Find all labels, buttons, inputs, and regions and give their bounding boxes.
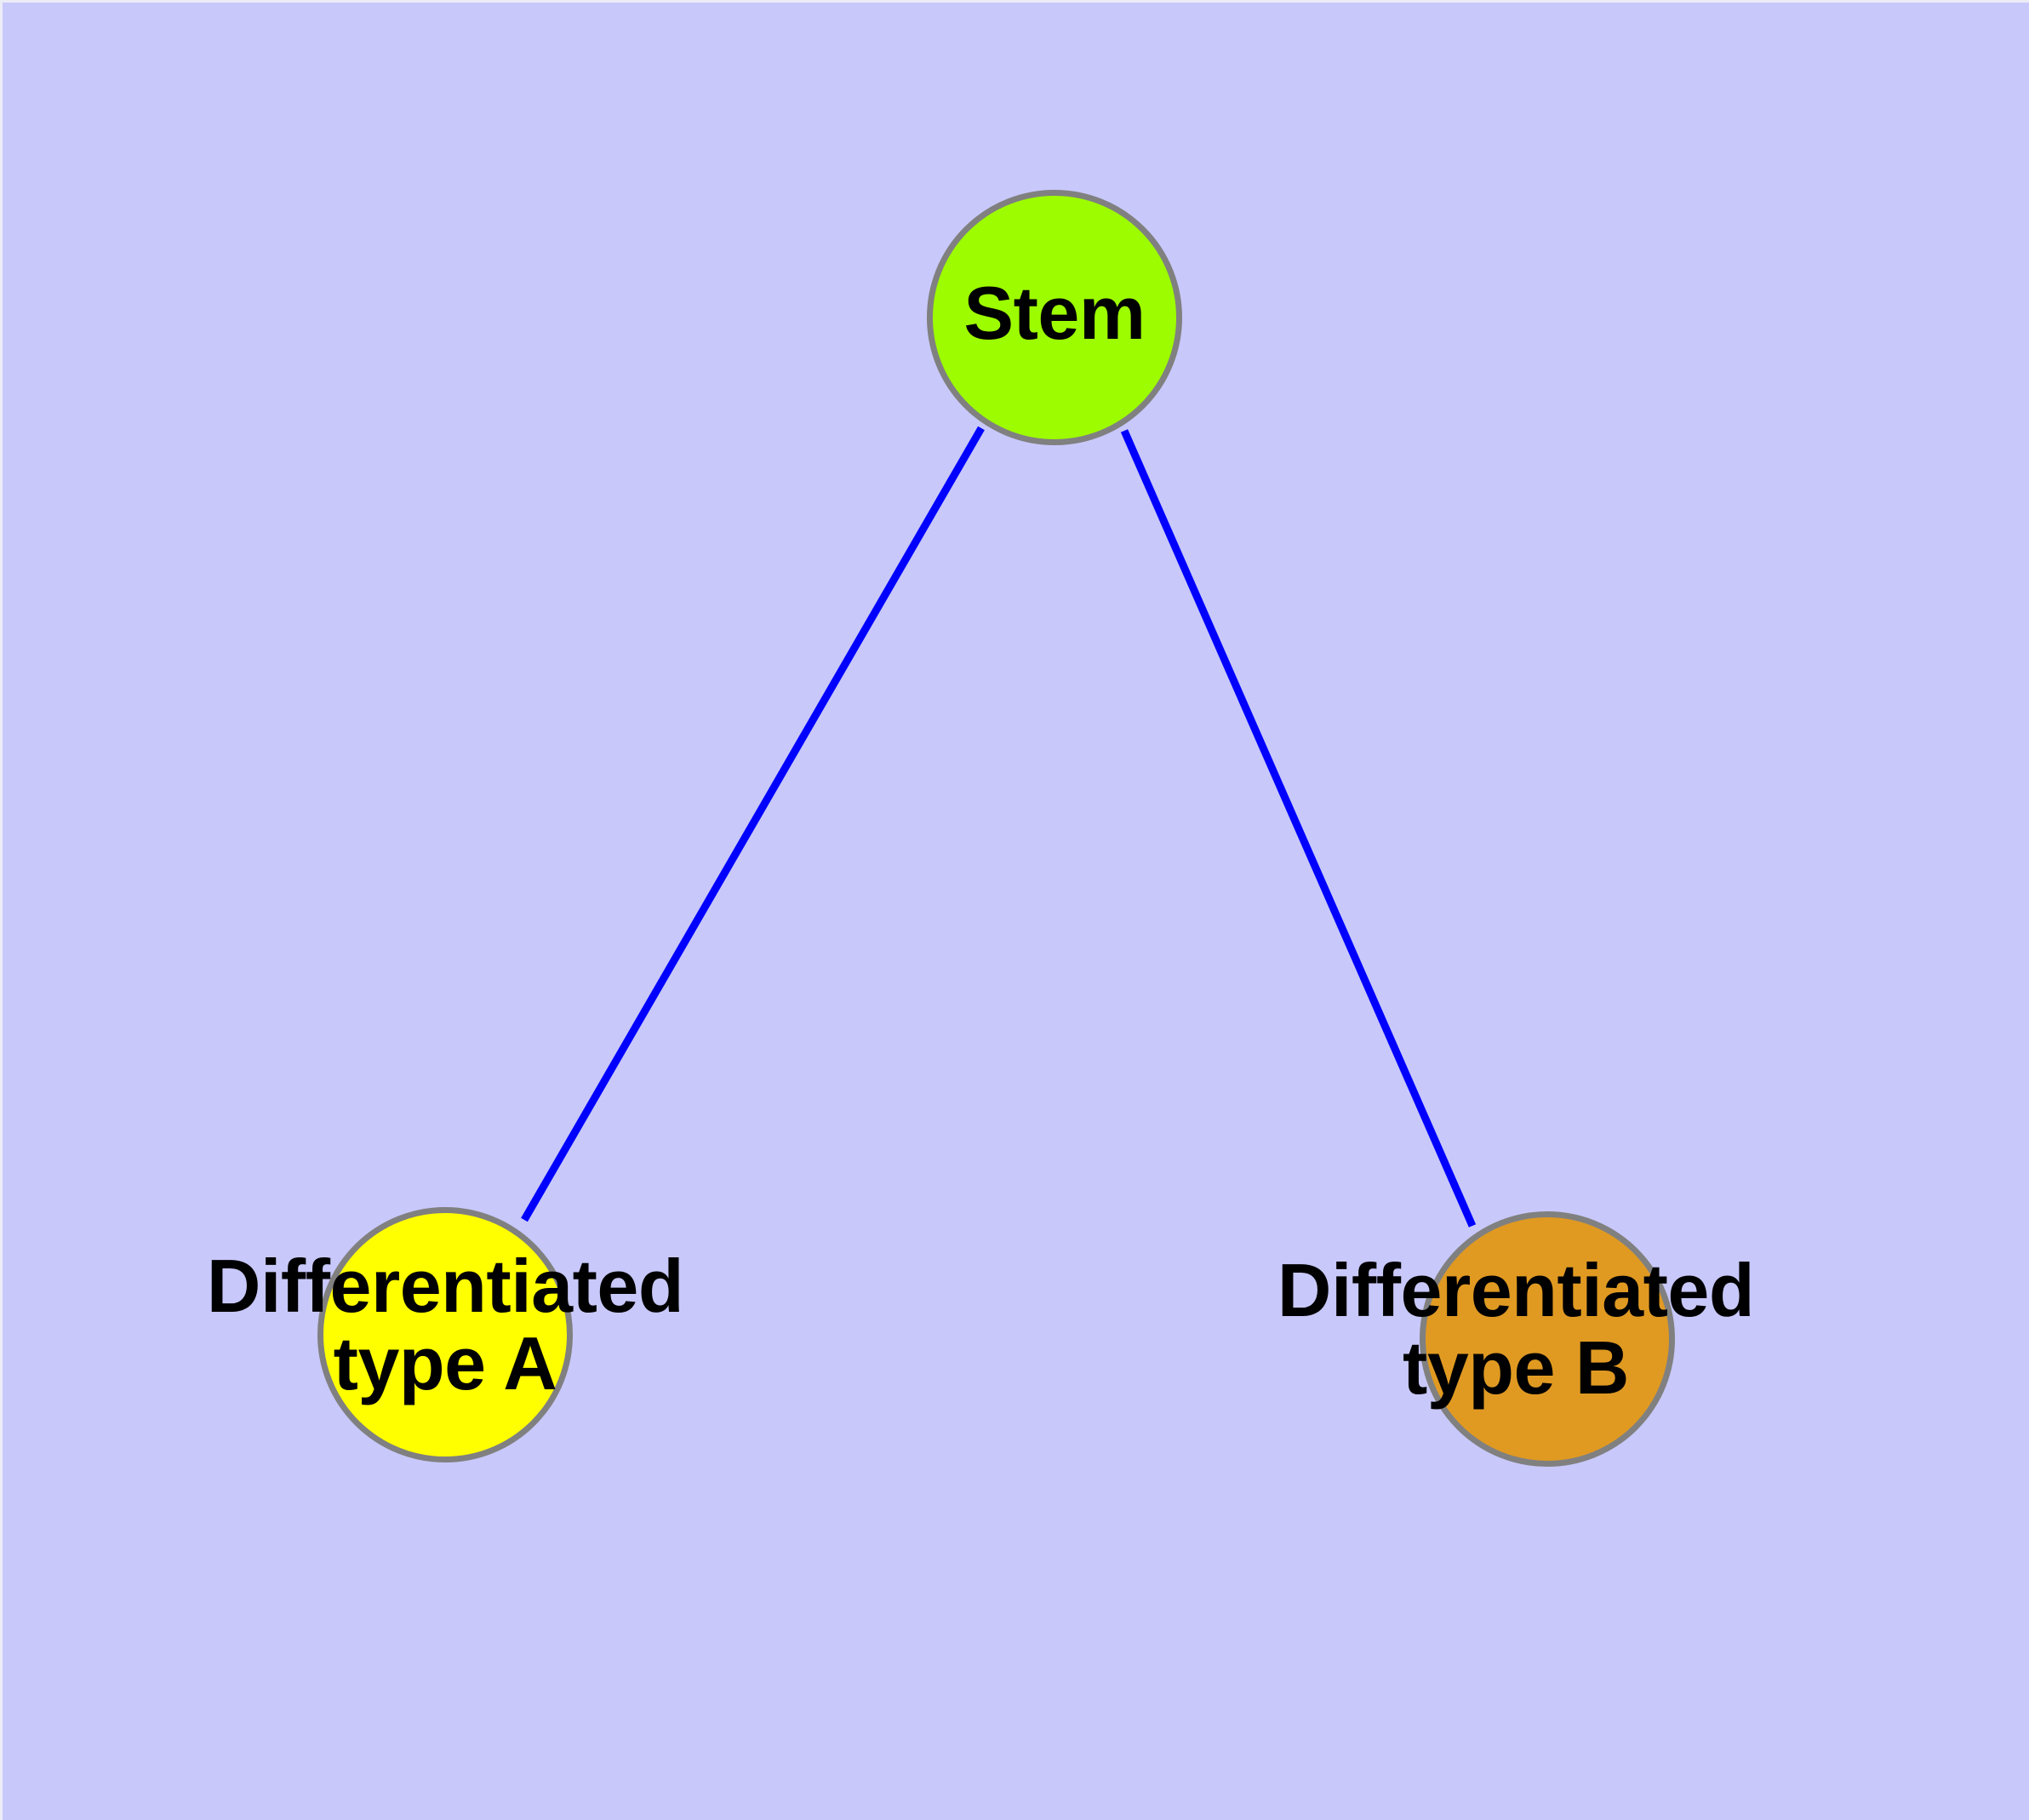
edge-stem-to-diff-b [1120, 429, 1477, 1228]
node-stem-circle[interactable] [927, 190, 1182, 445]
graph-edges-layer [521, 426, 1477, 1228]
node-diff-a-circle[interactable] [317, 1207, 573, 1462]
edge-list [521, 426, 1477, 1228]
node-diff-b-circle[interactable] [1420, 1211, 1675, 1467]
edge-stem-to-diff-a [521, 426, 985, 1222]
